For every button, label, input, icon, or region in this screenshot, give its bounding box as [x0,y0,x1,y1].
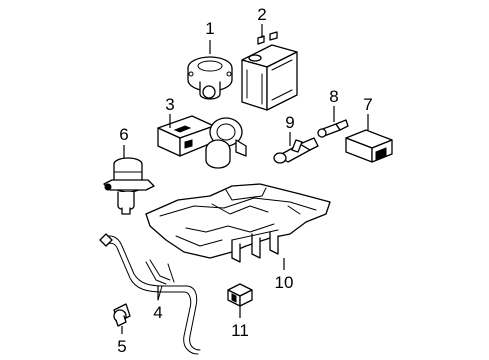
part-4-fuel-lines [99,233,201,355]
callout-10: 10 [275,258,294,292]
part-10-fuel-tank [145,183,331,263]
callout-5-label: 5 [117,337,126,356]
callout-1-label: 1 [205,19,214,38]
part-3-egr-valve-bracket [157,115,247,169]
callout-8: 8 [329,87,339,122]
callout-9: 9 [285,113,295,146]
callout-4-label: 4 [153,303,162,322]
callout-8-label: 8 [329,87,338,106]
callout-4: 4 [153,286,163,322]
part-11-sensor [227,283,253,307]
callout-1: 1 [205,19,215,54]
callout-3: 3 [165,95,175,128]
callout-5: 5 [117,326,127,356]
callout-7: 7 [363,95,373,130]
part-7-control-module [345,129,393,163]
callout-9-label: 9 [285,113,294,132]
part-9-purge-valve [273,137,319,164]
callout-2-label: 2 [257,5,266,24]
callout-2: 2 [257,5,267,38]
callout-6: 6 [119,125,129,158]
callout-11-label: 11 [231,321,249,340]
part-1-egr-valve [187,56,233,100]
callout-6-label: 6 [119,125,128,144]
callout-7-label: 7 [363,95,372,114]
part-5-fitting [113,303,131,327]
part-8-sensor [317,119,349,138]
part-2-vapor-canister [241,31,298,111]
callout-11: 11 [231,306,249,340]
callout-3-label: 3 [165,95,174,114]
part-6-vacuum-solenoid [103,157,155,215]
callout-10-label: 10 [275,273,294,292]
